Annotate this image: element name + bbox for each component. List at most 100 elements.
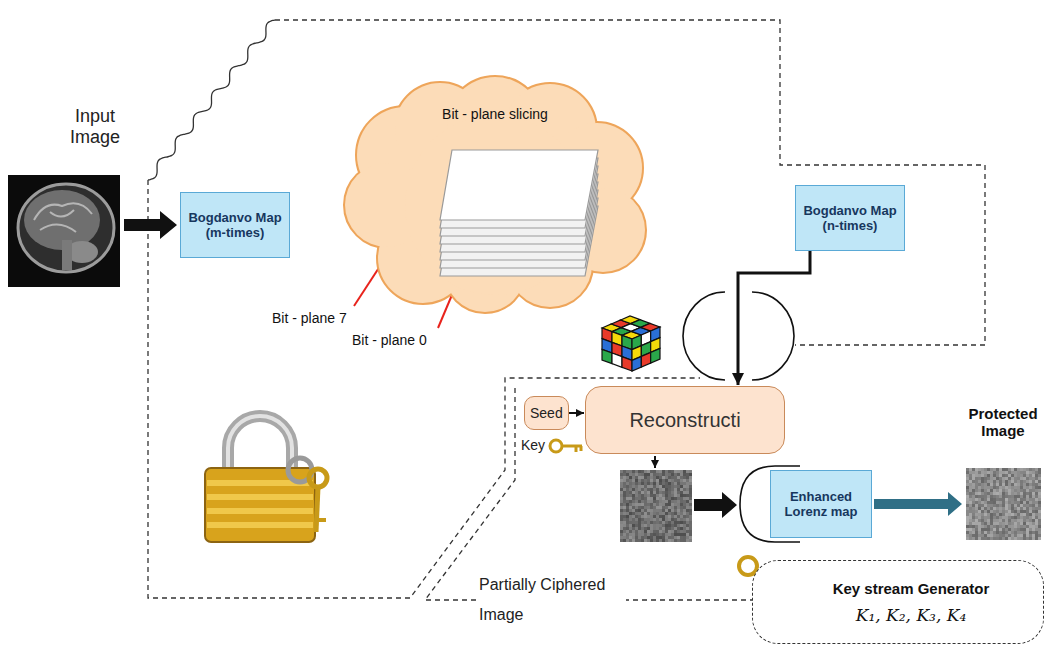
protected-image-part	[975, 510, 978, 513]
partially-ciphered-image-part	[644, 515, 647, 518]
protected-image-part	[1014, 477, 1017, 480]
padlock-icon-part	[207, 522, 313, 528]
partially-ciphered-image-part	[620, 518, 623, 521]
protected-image-part	[993, 492, 996, 495]
dashed-region-part	[275, 20, 985, 345]
partially-ciphered-image-part	[665, 473, 668, 476]
partially-ciphered-image-part	[632, 536, 635, 539]
protected-image-part	[975, 483, 978, 486]
partially-ciphered-image-part	[635, 470, 638, 473]
protected-image-part	[1002, 531, 1005, 534]
partially-ciphered-image-part	[644, 503, 647, 506]
protected-image-part	[1029, 468, 1032, 471]
protected-image-part	[990, 477, 993, 480]
protected-image-part	[1023, 492, 1026, 495]
protected-image-part	[969, 492, 972, 495]
protected-image-part	[1020, 537, 1023, 540]
partially-ciphered-image-part	[662, 533, 665, 536]
partially-ciphered-image-part	[659, 536, 662, 539]
protected-image-part	[993, 486, 996, 489]
partially-ciphered-image-part	[623, 503, 626, 506]
partially-ciphered-image-part	[659, 512, 662, 515]
protected-image-part	[1032, 525, 1035, 528]
partially-ciphered-image-part	[650, 518, 653, 521]
partially-ciphered-image-part	[680, 518, 683, 521]
partially-ciphered-image-part	[647, 497, 650, 500]
partially-ciphered-image-part	[680, 533, 683, 536]
partially-ciphered-image-part	[653, 503, 656, 506]
partially-ciphered-image-part	[626, 521, 629, 524]
partially-ciphered-image-part	[680, 515, 683, 518]
protected-image-part	[1032, 522, 1035, 525]
protected-image-part	[1032, 519, 1035, 522]
protected-image-part	[1023, 510, 1026, 513]
partially-ciphered-image-part	[623, 479, 626, 482]
protected-image-part	[999, 525, 1002, 528]
partially-ciphered-image-part	[650, 488, 653, 491]
partially-ciphered-image-part	[668, 506, 671, 509]
partially-ciphered-image-part	[689, 488, 692, 491]
protected-image-part	[966, 495, 969, 498]
partially-ciphered-image-part	[686, 470, 689, 473]
protected-image-part	[1011, 483, 1014, 486]
protected-image-part	[1035, 492, 1038, 495]
protected-image-part	[1008, 522, 1011, 525]
protected-image-part	[1017, 534, 1020, 537]
partially-ciphered-image-part	[638, 527, 641, 530]
protected-image-part	[975, 528, 978, 531]
partially-ciphered-image-part	[650, 533, 653, 536]
partially-ciphered-image-part	[686, 476, 689, 479]
protected-image-part	[1029, 513, 1032, 516]
protected-image-part	[981, 534, 984, 537]
partially-ciphered-image-part	[653, 506, 656, 509]
partially-ciphered-image-part	[677, 473, 680, 476]
merge-ring-part	[683, 292, 725, 380]
partially-ciphered-image-part	[647, 536, 650, 539]
partially-ciphered-image-part	[686, 539, 689, 542]
protected-image-part	[1020, 480, 1023, 483]
protected-image-part	[972, 492, 975, 495]
partially-ciphered-image-part	[647, 521, 650, 524]
partially-ciphered-image-part	[623, 512, 626, 515]
protected-image-part	[999, 495, 1002, 498]
partially-ciphered-image-part	[638, 530, 641, 533]
partially-ciphered-image-part	[620, 470, 623, 473]
protected-image-part	[1008, 504, 1011, 507]
partially-ciphered-image-part	[644, 536, 647, 539]
partially-ciphered-image-part	[632, 476, 635, 479]
protected-image-part	[1029, 531, 1032, 534]
protected-image-part	[996, 537, 999, 540]
partially-ciphered-image-part	[650, 521, 653, 524]
partially-ciphered-image-part	[632, 539, 635, 542]
partially-ciphered-image-part	[671, 524, 674, 527]
partially-ciphered-image-part	[662, 527, 665, 530]
partially-ciphered-image-part	[626, 524, 629, 527]
partially-ciphered-image-part	[638, 524, 641, 527]
protected-image-part	[981, 516, 984, 519]
partially-ciphered-image-part	[635, 518, 638, 521]
protected-image-part	[1011, 495, 1014, 498]
protected-image-part	[1005, 534, 1008, 537]
protected-image-part	[1002, 534, 1005, 537]
protected-image-part	[1023, 489, 1026, 492]
protected-image-part	[996, 513, 999, 516]
protected-image-part	[1020, 525, 1023, 528]
protected-image-part	[993, 537, 996, 540]
partially-ciphered-image-part	[626, 506, 629, 509]
protected-image-part	[972, 480, 975, 483]
partially-ciphered-image-part	[650, 500, 653, 503]
input-label: Input Image	[50, 106, 140, 148]
protected-image-part	[981, 495, 984, 498]
protected-image-part	[984, 501, 987, 504]
protected-image-part	[1026, 480, 1029, 483]
protected-image-part	[978, 498, 981, 501]
partially-ciphered-image-part	[680, 527, 683, 530]
mri-image-part	[8, 175, 120, 287]
protected-image-part	[1017, 480, 1020, 483]
protected-image-part	[1029, 504, 1032, 507]
protected-image-part	[1002, 510, 1005, 513]
partially-ciphered-image-part	[659, 497, 662, 500]
partially-ciphered-image-part	[689, 473, 692, 476]
partially-ciphered-image-part	[635, 515, 638, 518]
protected-image-part	[996, 519, 999, 522]
